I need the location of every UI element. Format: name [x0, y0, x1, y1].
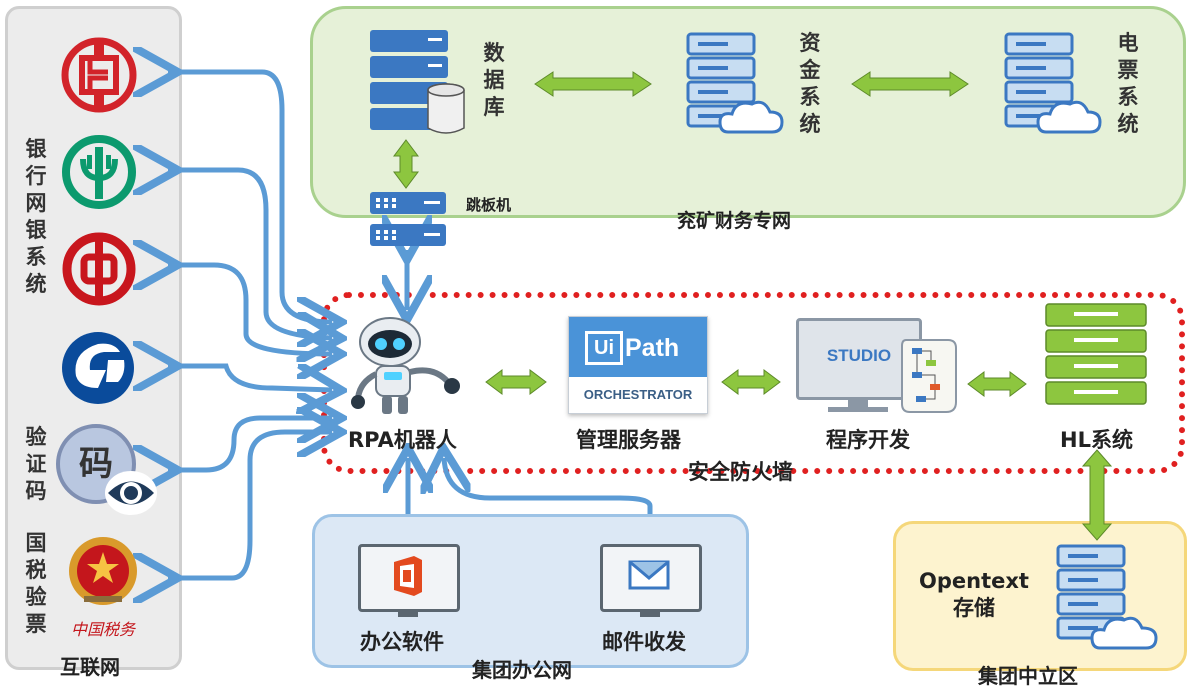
link-mail-robot: [444, 458, 653, 514]
rpa-robot-label: RPA机器人: [348, 428, 457, 452]
abc-logo-icon: [62, 135, 136, 209]
rpa-robot-icon: [351, 317, 460, 414]
link-ccb: [168, 366, 332, 390]
arrow-db-jump: [393, 139, 419, 189]
neutral-zone-title: 集团中立区: [978, 664, 1078, 688]
office-software-label: 办公软件: [360, 630, 444, 654]
link-tax: [168, 432, 332, 578]
uipath-path-mark: Path: [625, 334, 680, 362]
studio-caption: STUDIO: [826, 346, 892, 365]
funds-system-server-icon: [686, 32, 784, 134]
tax-emblem-icon: 中国税务: [60, 528, 146, 642]
firewall-title: 安全防火墙: [688, 460, 793, 484]
finance-network-title: 兖矿财务专网: [677, 210, 792, 232]
hl-system-server-icon: [1045, 303, 1147, 405]
hl-system-label: HL系统: [1060, 428, 1133, 452]
office-software-monitor-icon: [358, 544, 460, 620]
captcha-label: 验 证 码: [25, 425, 47, 503]
office-network-title: 集团办公网: [472, 658, 572, 682]
link-abc: [168, 170, 332, 338]
orchestrator-caption: ORCHESTRATOR: [583, 387, 693, 402]
orchestrator-label: 管理服务器: [576, 428, 681, 452]
studio-monitor-icon: STUDIO: [796, 318, 957, 416]
link-boc: [168, 265, 332, 354]
ccb-logo-icon: [62, 332, 134, 404]
internet-title: 互联网: [60, 655, 120, 679]
arrow-robot-orch: [485, 369, 547, 395]
tax-logo-text: 中国税务: [70, 620, 135, 639]
studio-label: 程序开发: [826, 428, 910, 452]
mail-label: 邮件收发: [602, 630, 686, 654]
arrow-hl-opentext: [1081, 449, 1113, 541]
boc-logo-icon: [62, 232, 136, 306]
arrow-db-funds: [534, 71, 652, 97]
arrow-orch-studio: [721, 369, 781, 395]
jump-server-label: 跳板机: [466, 196, 512, 214]
arrow-studio-hl: [967, 371, 1027, 397]
bank-systems-label: 银 行 网 银 系 统: [25, 137, 47, 296]
database-server-icon: [370, 30, 465, 134]
invoice-system-server-icon: [1004, 32, 1102, 134]
tax-check-label: 国 税 验 票: [25, 531, 47, 636]
uipath-ui-mark: Ui: [585, 331, 623, 365]
database-label: 数 据 库: [483, 41, 505, 119]
captcha-eye-icon: 码: [56, 424, 160, 516]
captcha-glyph: 码: [79, 444, 113, 484]
uipath-orchestrator-icon: Ui Path ORCHESTRATOR: [568, 316, 708, 414]
opentext-server-icon: [1056, 544, 1158, 650]
funds-system-label: 资 金 系 统: [799, 31, 821, 136]
jump-server-icon: [370, 192, 446, 246]
invoice-system-label: 电 票 系 统: [1117, 31, 1139, 136]
arrow-funds-invoice: [851, 71, 969, 97]
opentext-storage-label: Opentext 存储: [919, 569, 1029, 620]
icbc-logo-icon: [61, 37, 137, 113]
mail-monitor-icon: [600, 544, 702, 620]
link-icbc: [168, 72, 332, 322]
